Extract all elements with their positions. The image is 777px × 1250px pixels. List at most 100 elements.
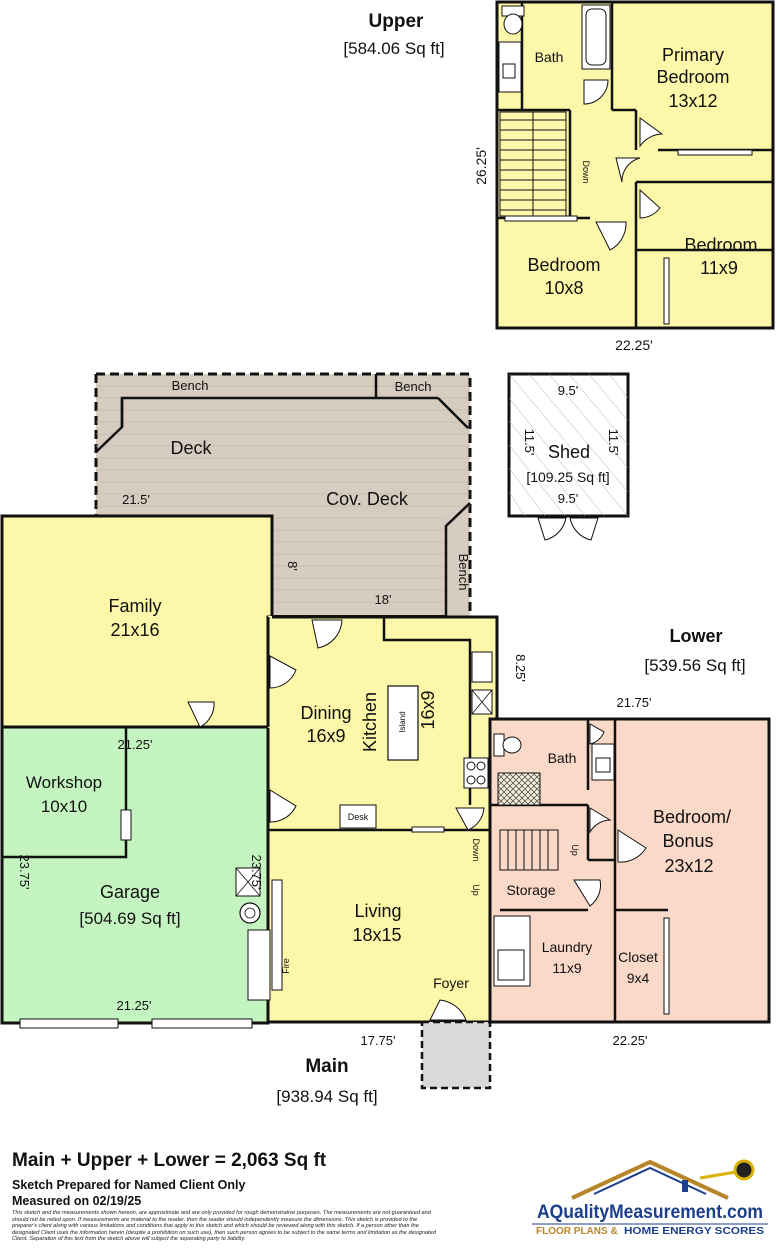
floor-plan: Bath Primary Bedroom 13x12 Bedroom 11x9 …	[0, 0, 775, 1106]
toilet-icon	[501, 5, 525, 35]
family-label: Family	[109, 596, 162, 616]
upper-floor-title: Upper	[369, 11, 425, 32]
washer-icon	[493, 915, 531, 987]
living-label: Living	[354, 901, 401, 921]
lower-sink-icon	[591, 743, 615, 781]
lower-floor-title: Lower	[669, 626, 722, 646]
deck-outline	[96, 372, 472, 616]
closet-door	[663, 917, 670, 1015]
bench-label-3: Bench	[456, 554, 471, 591]
storage-label: Storage	[506, 882, 555, 898]
cov-deck-label: Cov. Deck	[326, 489, 409, 509]
deck-width-dim: 21.5'	[122, 492, 150, 507]
lower-stairs	[499, 829, 559, 871]
kitchen-dims: 16x9	[418, 690, 438, 729]
bonus-label-2: Bonus	[662, 831, 713, 851]
family-dims: 21x16	[110, 620, 159, 640]
desk	[339, 804, 377, 829]
closet-dims: 9x4	[627, 970, 650, 986]
shed-label: Shed	[548, 442, 590, 462]
lower-doors	[573, 723, 647, 907]
foyer-label: Foyer	[433, 975, 469, 991]
living-dims: 18x15	[352, 925, 401, 945]
deck-8-dim: 8'	[285, 561, 300, 571]
main-walls	[2, 617, 490, 859]
shed: 9.5' 9.5' 11.5' 11.5' Shed [109.25 Sq ft…	[507, 372, 630, 541]
upper-floor: Bath Primary Bedroom 13x12 Bedroom 11x9 …	[473, 0, 775, 353]
main-floor: Family 21x16 Dining 16x9 Kitchen 16x9 Is…	[0, 514, 528, 1090]
lower-up-label: Up	[570, 844, 580, 856]
garage-left-dim: 23.75'	[17, 854, 32, 889]
main-up-label: Up	[471, 884, 481, 896]
lower-floor: Bath Bedroom/ Bonus 23x12 Storage Laundr…	[488, 695, 771, 1048]
tape-measure-icon	[733, 1159, 755, 1181]
fridge-icon	[471, 651, 493, 683]
garage-label: Garage	[100, 882, 160, 902]
primary-bedroom-dims: 13x12	[668, 91, 717, 111]
shed-left-dim: 11.5'	[522, 429, 537, 456]
garage-door-1	[19, 1018, 119, 1029]
closet-label: Closet	[618, 949, 658, 965]
kitchen-island	[387, 685, 419, 761]
shed-top-dim: 9.5'	[558, 383, 579, 398]
dining-dims: 16x9	[306, 726, 345, 746]
sink-icon	[498, 41, 522, 93]
garage-door-2	[151, 1018, 253, 1029]
main-doors	[187, 619, 485, 1021]
garage	[0, 725, 270, 1025]
main-floor-area: [938.94 Sq ft]	[276, 1087, 377, 1106]
bedroom-left-label: Bedroom	[527, 255, 600, 275]
garage-area: [504.69 Sq ft]	[79, 909, 180, 928]
upper-width-dim: 22.25'	[615, 337, 653, 353]
logo-tagline-a: FLOOR PLANS &	[536, 1226, 618, 1237]
roof-icon	[571, 1159, 729, 1200]
main-825-dim: 8.25'	[513, 654, 528, 682]
bedroom-right-dims: 11x9	[700, 258, 738, 278]
workshop-dims: 10x10	[41, 797, 87, 816]
primary-bedroom-label-1: Primary	[662, 45, 724, 65]
water-heater-icon	[239, 902, 261, 924]
upper-floor-area: [584.06 Sq ft]	[343, 39, 444, 58]
shed-right-dim: 11.5'	[606, 429, 621, 456]
shower-icon	[497, 772, 541, 806]
island-label: Island	[398, 711, 407, 732]
dining-label: Dining	[300, 703, 351, 723]
upper-height-dim: 26.25'	[473, 147, 489, 185]
laundry-label: Laundry	[542, 939, 593, 955]
upper-bath-label: Bath	[535, 49, 564, 65]
bench-label-2: Bench	[395, 379, 432, 394]
garage-top-dim: 21.25'	[117, 737, 152, 752]
logo-tagline-b: HOME ENERGY SCORES	[624, 1226, 764, 1237]
footer: Main + Upper + Lower = 2,063 Sq ft Sketc…	[12, 1150, 532, 1243]
kitchen-label: Kitchen	[360, 692, 380, 752]
stove-icon	[463, 757, 489, 789]
shed-bottom-dim: 9.5'	[558, 491, 579, 506]
bedroom-left-dims: 10x8	[544, 278, 583, 298]
disclaimer-text: This sketch and the measurements shown h…	[12, 1210, 436, 1243]
garage-right-dim: 23.75'	[249, 854, 264, 889]
fireplace-icon	[271, 879, 283, 991]
lower-floor-area: [539.56 Sq ft]	[644, 656, 745, 675]
desk-label: Desk	[348, 812, 369, 822]
main-down-label: Down	[471, 838, 481, 861]
lower-toilet-icon	[493, 733, 522, 757]
total-area: Main + Upper + Lower = 2,063 Sq ft	[12, 1150, 327, 1171]
main-bottom-dim: 17.75'	[360, 1033, 395, 1048]
bonus-label-1: Bedroom/	[653, 807, 731, 827]
garage-bottom-dim: 21.25'	[116, 998, 151, 1013]
bathtub-icon	[581, 4, 611, 70]
deck-18-dim: 18'	[375, 592, 392, 607]
workshop-label: Workshop	[26, 773, 102, 792]
laundry-dims: 11x9	[552, 960, 582, 976]
logo-name: AQualityMeasurement.com	[537, 1202, 763, 1223]
primary-bedroom-label-2: Bedroom	[656, 67, 729, 87]
porch	[420, 1020, 492, 1090]
upper-windows	[504, 149, 753, 325]
bedroom-right-label: Bedroom	[684, 235, 757, 255]
upper-down-label: Down	[581, 160, 591, 183]
company-logo: AQualityMeasurement.com FLOOR PLANS & HO…	[532, 1159, 768, 1237]
measured-date: Measured on 02/19/25	[12, 1194, 142, 1208]
lower-bath-label: Bath	[548, 750, 577, 766]
upper-doors	[583, 79, 664, 251]
prepared-note: Sketch Prepared for Named Client Only	[12, 1178, 246, 1192]
